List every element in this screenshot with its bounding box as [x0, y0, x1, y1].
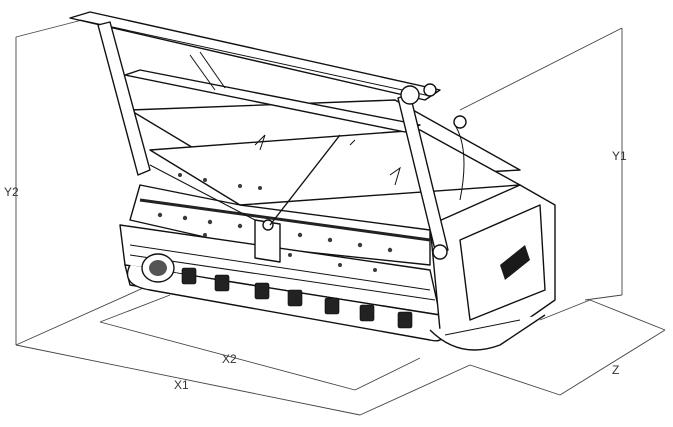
dimension-label-y2: Y2 — [4, 185, 19, 199]
push-bar-frame — [69, 11, 467, 260]
dimension-frame — [15, 17, 666, 416]
dimension-label-x2: X2 — [222, 352, 237, 366]
dimension-label-x1: X1 — [174, 378, 189, 392]
hood-markings — [254, 134, 401, 186]
dimension-label-z: Z — [612, 363, 619, 377]
dimension-label-y1: Y1 — [612, 149, 627, 163]
